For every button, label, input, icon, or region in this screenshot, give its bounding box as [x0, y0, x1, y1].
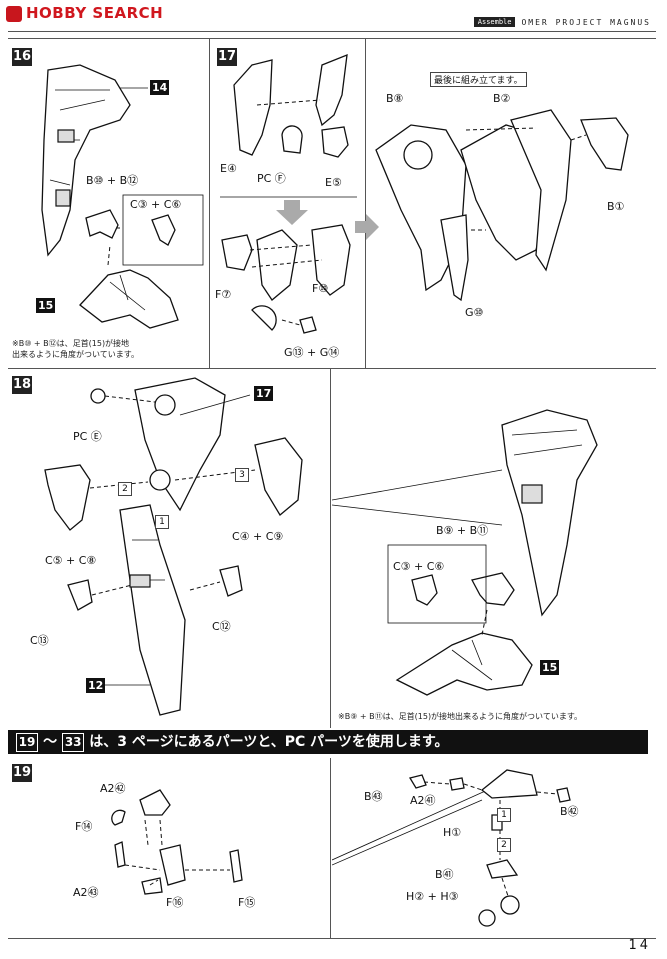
parts-info-banner: 19 ～ 33 は、3 ページにあるパーツと、PC パーツを使用します。	[8, 730, 648, 754]
part-label: B⑧	[386, 92, 404, 105]
step18-diagram	[44, 377, 303, 716]
part-label: PC Ⓕ	[257, 172, 286, 185]
part-label: C③ + C⑥	[130, 198, 182, 211]
part-ref-15: 15	[36, 298, 56, 313]
part-label: C④ + C⑨	[232, 530, 284, 543]
part-label: G⑩	[465, 306, 484, 319]
panel-border-top	[8, 38, 656, 39]
step19-right-diagram	[332, 769, 571, 927]
part-label: F⑩	[312, 282, 329, 295]
part-label: A2㊷	[100, 782, 126, 795]
part-ref-17: 17	[254, 386, 274, 401]
step17-diagram	[220, 53, 357, 334]
part-label: B㊷	[560, 805, 579, 818]
site-logo: HOBBY SEARCH	[6, 4, 163, 24]
step-number: 18	[12, 376, 32, 394]
part-label: A2㊶	[410, 794, 436, 807]
panel-divider	[330, 758, 331, 938]
part-label: B⑨ + B⑪	[436, 524, 489, 537]
panel-border	[8, 368, 656, 369]
step-number: 17	[217, 48, 237, 66]
step18-right-diagram	[332, 409, 598, 696]
part-label: E④	[220, 162, 237, 175]
part-label: F⑦	[215, 288, 232, 301]
part-label: B⑩ + B⑫	[86, 174, 139, 187]
part-label: B②	[493, 92, 511, 105]
page-number: 14	[628, 938, 651, 953]
step17-final-diagram	[375, 109, 629, 302]
step-number: 16	[12, 48, 32, 66]
section-tag: Assemble	[473, 17, 516, 27]
range-separator: ～	[43, 734, 58, 750]
panel-border-bottom	[8, 938, 656, 939]
part-label: F⑭	[75, 820, 93, 833]
part-label: G⑬ + G⑭	[284, 346, 340, 359]
step-number: 19	[12, 764, 32, 782]
part-label: H①	[443, 826, 462, 839]
part-label: C⑬	[30, 634, 49, 647]
part-ref-15: 15	[540, 660, 560, 675]
part-label: E⑤	[325, 176, 342, 189]
step-range-end: 33	[62, 733, 85, 752]
part-label: C⑫	[212, 620, 231, 633]
panel-divider	[330, 368, 331, 728]
assembly-note: ※B⑩ + B⑫は、足首(15)が接地 出来るように角度がついています。	[12, 339, 139, 359]
part-label: C⑤ + C⑧	[45, 554, 97, 567]
manual-header: Assemble OMER PROJECT MAGNUS	[473, 16, 651, 28]
part-label: B①	[607, 200, 625, 213]
header-rule	[8, 31, 656, 32]
part-ref-12: 12	[86, 678, 106, 693]
product-title: OMER PROJECT MAGNUS	[521, 17, 651, 27]
part-label: H② + H③	[406, 890, 459, 903]
step-range-start: 19	[16, 733, 38, 752]
part-label: PC Ⓔ	[73, 430, 102, 443]
part-ref-14: 14	[150, 80, 170, 95]
order-marker: 2	[497, 838, 511, 852]
assembly-tip: 最後に組み立てます。	[430, 72, 527, 87]
site-name: HOBBY SEARCH	[26, 4, 164, 22]
order-marker: 1	[155, 515, 169, 529]
panel-divider	[365, 38, 366, 368]
panel-divider	[209, 38, 210, 368]
part-label: F⑯	[166, 896, 184, 909]
order-marker: 3	[235, 468, 249, 482]
next-arrow-icon	[355, 214, 379, 240]
assembly-note: ※B⑨ + B⑪は、足首(15)が接地出来るように角度がついています。	[338, 712, 583, 721]
step16-diagram	[41, 64, 204, 329]
part-label: C③ + C⑥	[393, 560, 445, 573]
step19-diagram	[111, 789, 243, 895]
part-label: F⑮	[238, 896, 256, 909]
part-label: B㊸	[364, 790, 383, 803]
part-label: B㊶	[435, 868, 454, 881]
part-label: A2㊸	[73, 886, 99, 899]
logo-icon	[6, 6, 22, 22]
order-marker: 1	[497, 808, 511, 822]
order-marker: 2	[118, 482, 132, 496]
banner-text: は、3 ページにあるパーツと、PC パーツを使用します。	[89, 734, 449, 750]
